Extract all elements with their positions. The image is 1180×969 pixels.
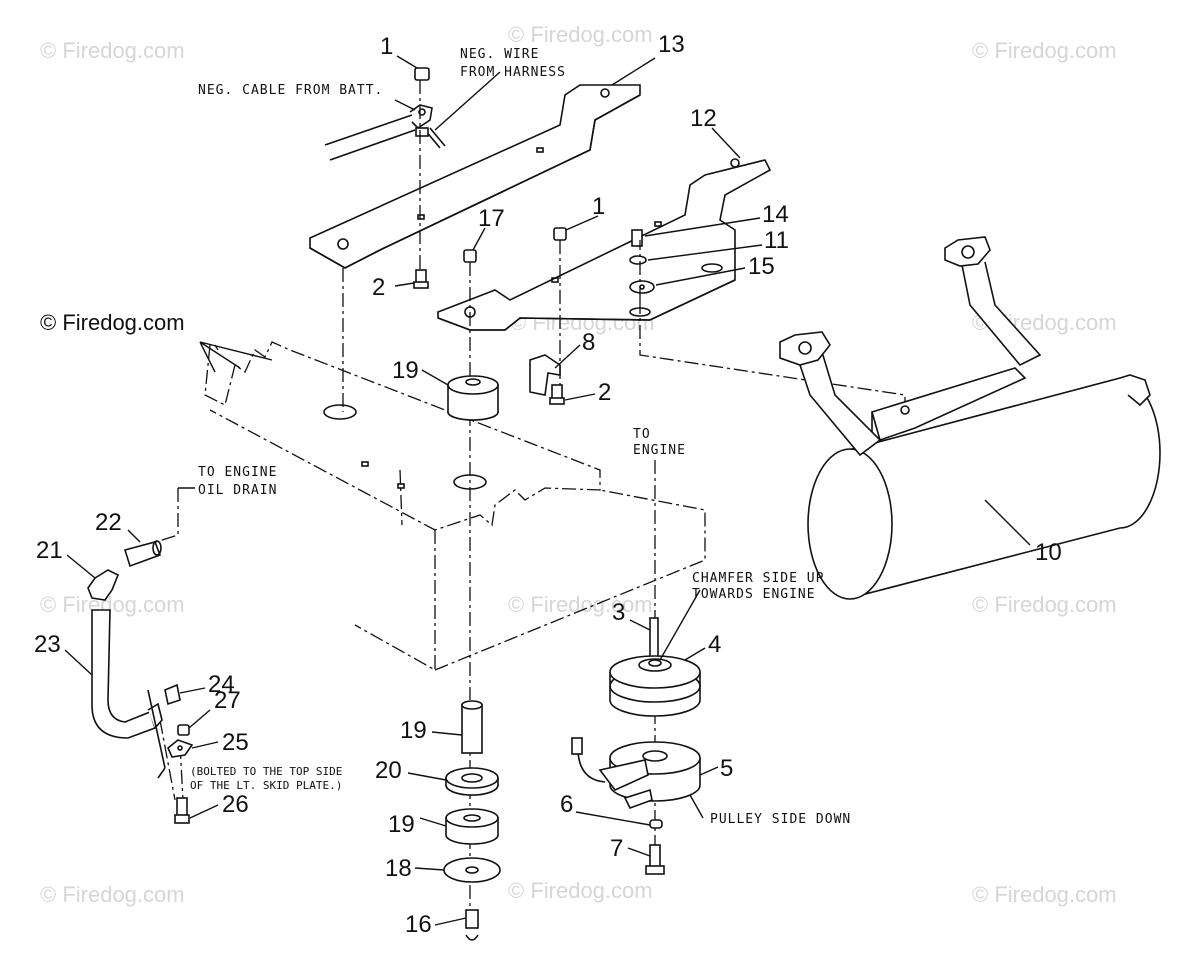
- part-label: 7: [610, 835, 623, 862]
- part-label: 20: [375, 757, 402, 784]
- part-number-labels: 1 13 12 17 1 14 11 15 2 19 8 2 10 22 21 …: [34, 31, 1062, 938]
- part-label: 15: [748, 253, 775, 280]
- electric-clutch: [571, 737, 701, 875]
- part-label: 2: [372, 274, 385, 301]
- part-label: 11: [764, 227, 789, 254]
- note-pulley-side: PULLEY SIDE DOWN: [710, 812, 851, 827]
- watermark: © Firedog.com: [40, 592, 185, 617]
- mounting-bracket-13: [309, 84, 641, 269]
- oil-drain-hose: [87, 540, 194, 824]
- muffler: [779, 236, 1161, 600]
- part-label: 2: [598, 379, 611, 406]
- frame-slot: [397, 483, 405, 489]
- negative-cable: [324, 104, 446, 161]
- note-neg-cable: NEG. CABLE FROM BATT.: [198, 83, 383, 98]
- mounting-bracket-12: [437, 158, 772, 331]
- note-neg-wire: NEG. WIRE: [460, 47, 539, 62]
- part-label: 23: [34, 631, 61, 658]
- watermark: © Firedog.com: [508, 22, 653, 47]
- nut: [414, 67, 430, 81]
- part-label: 5: [720, 755, 733, 782]
- lower-mount-stack: [443, 700, 501, 941]
- nut: [553, 227, 567, 241]
- note-bolted: (BOLTED TO THE TOP SIDE: [190, 765, 342, 778]
- part-label: 6: [560, 791, 573, 818]
- note-oil-drain: OIL DRAIN: [198, 483, 277, 498]
- part-label: 24: [208, 671, 235, 698]
- part-label: 10: [1035, 539, 1062, 566]
- part-label: 19: [388, 811, 415, 838]
- note-to-engine: TO: [633, 427, 651, 442]
- nut: [463, 249, 477, 263]
- part-label: 17: [478, 205, 505, 232]
- callout-notes: NEG. CABLE FROM BATT. NEG. WIRE FROM HAR…: [190, 47, 851, 827]
- pulley: [609, 617, 701, 717]
- part-label: 27: [214, 687, 241, 714]
- note-chamfer: TOWARDS ENGINE: [692, 587, 816, 602]
- part-label: 4: [708, 631, 721, 658]
- hardware-top: [413, 67, 655, 294]
- part-label: 16: [405, 911, 432, 938]
- note-oil-drain: TO ENGINE: [198, 465, 277, 480]
- isolator-top: [447, 375, 499, 421]
- bolt-head: [413, 281, 429, 289]
- part-label: 14: [762, 201, 789, 228]
- part-label: 21: [36, 537, 63, 564]
- watermark: © Firedog.com: [972, 882, 1117, 907]
- part-label: 13: [658, 31, 685, 58]
- frame-mount-hole: [323, 404, 357, 420]
- part-label: 12: [690, 105, 717, 132]
- leader-lines: [64, 55, 1031, 926]
- washer: [629, 280, 655, 294]
- watermark: © Firedog.com: [972, 38, 1117, 63]
- watermark-dark: © Firedog.com: [40, 310, 185, 335]
- part-label: 25: [222, 729, 249, 756]
- clip: [529, 354, 565, 405]
- part-label: 18: [385, 855, 412, 882]
- part-label: 1: [380, 33, 393, 60]
- watermark: © Firedog.com: [40, 882, 185, 907]
- part-label: 1: [592, 193, 605, 220]
- note-neg-wire: FROM HARNESS: [460, 65, 566, 80]
- watermark: © Firedog.com: [40, 38, 185, 63]
- note-to-engine: ENGINE: [633, 443, 686, 458]
- part-label: 22: [95, 509, 122, 536]
- frame-slot: [361, 461, 369, 467]
- bolt: [631, 229, 643, 247]
- part-label: 26: [222, 791, 249, 818]
- part-label: 19: [392, 357, 419, 384]
- note-bolted: OF THE LT. SKID PLATE.): [190, 779, 342, 792]
- watermark: © Firedog.com: [508, 878, 653, 903]
- note-chamfer: CHAMFER SIDE UP: [692, 571, 824, 586]
- part-label: 3: [612, 599, 625, 626]
- watermark: © Firedog.com: [972, 592, 1117, 617]
- watermark: © Firedog.com: [508, 592, 653, 617]
- part-label: 8: [582, 329, 595, 356]
- washer: [629, 255, 647, 265]
- part-label: 19: [400, 717, 427, 744]
